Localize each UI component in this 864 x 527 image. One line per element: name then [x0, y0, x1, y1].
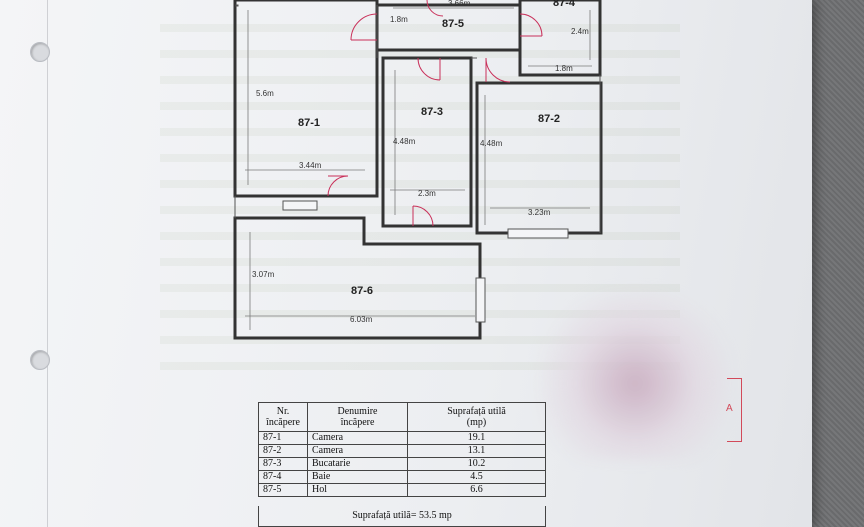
window-room6 [475, 277, 486, 323]
cell-room-area: 19.1 [407, 431, 546, 445]
dim-room1-height: 5.6m [256, 89, 274, 98]
cell-room-number: 87-5 [258, 483, 308, 497]
redacted-area [540, 290, 730, 460]
total-useful-area: Suprafață utilă= 53.5 mp [258, 506, 546, 527]
dim-room6-width: 6.03m [350, 315, 373, 324]
binder-hole-top [30, 42, 50, 62]
table-row: 87-2 Camera 13.1 [258, 444, 546, 458]
cell-room-number: 87-4 [258, 470, 308, 484]
cell-room-number: 87-2 [258, 444, 308, 458]
door-room2 [485, 57, 511, 83]
room-area-table: Nr. încăpere Denumire încăpere Suprafață… [258, 402, 546, 497]
door-kitchen-lower [412, 205, 434, 227]
cell-room-area: 10.2 [407, 457, 546, 471]
dim-room3-width: 2.3m [418, 189, 436, 198]
cell-room-number: 87-1 [258, 431, 308, 445]
cell-room-area: 13.1 [407, 444, 546, 458]
cell-room-name: Bucatarie [306, 457, 409, 471]
table-row: 87-1 Camera 19.1 [258, 431, 546, 445]
dim-baie-width: 1.8m [555, 64, 573, 73]
header-room-name: Denumire încăpere [306, 402, 409, 432]
window-mark [235, 4, 239, 7]
room-87-4-walls [518, 0, 602, 77]
room-label-87-4: 87-4 [553, 0, 576, 9]
door-hol-baie [519, 13, 543, 37]
cell-room-name: Camera [306, 431, 409, 445]
table-row: 87-3 Bucatarie 10.2 [258, 457, 546, 471]
dim-room3-height: 4.48m [393, 137, 416, 146]
room-label-87-6: 87-6 [351, 285, 374, 297]
door-room1-lower [327, 175, 349, 197]
window-room1 [282, 200, 318, 211]
room-label-87-1: 87-1 [298, 117, 321, 129]
room-87-3-walls [381, 56, 473, 228]
door-hol-room1 [350, 13, 378, 41]
dim-room1-width: 3.44m [299, 161, 322, 170]
room-label-87-2: 87-2 [538, 113, 561, 125]
door-kitchen [417, 57, 441, 81]
cell-room-name: Baie [306, 470, 409, 484]
header-useful-area: Suprafață utilă (mp) [407, 402, 546, 432]
table-header-row: Nr. încăpere Denumire încăpere Suprafață… [258, 402, 546, 432]
dim-room2-width: 3.23m [528, 208, 551, 217]
room-87-1-walls [233, 0, 379, 198]
floor-plan-sheet: 87-1 87-2 87-3 87-4 87-5 87-6 1.8m 3.66m… [0, 0, 812, 527]
table-row: 87-5 Hol 6.6 [258, 483, 546, 497]
cell-room-name: Hol [306, 483, 409, 497]
table-row: 87-4 Baie 4.5 [258, 470, 546, 484]
room-label-87-5: 87-5 [442, 18, 465, 30]
door-hol-top [426, 0, 444, 17]
stamp-mark: A [726, 403, 733, 414]
cell-room-area: 6.6 [407, 483, 546, 497]
stamp-edge [727, 378, 742, 442]
envelope-lines [234, 5, 601, 233]
room-label-87-3: 87-3 [421, 106, 444, 118]
floor-plan-drawing [233, 0, 603, 340]
cell-room-number: 87-3 [258, 457, 308, 471]
dim-room2-height: 4.48m [480, 139, 503, 148]
window-room2 [507, 228, 569, 239]
margin-line [47, 0, 48, 527]
dim-baie-height: 2.4m [571, 27, 589, 36]
header-room-number: Nr. încăpere [258, 402, 308, 432]
cell-room-area: 4.5 [407, 470, 546, 484]
dim-room6-height: 3.07m [252, 270, 275, 279]
dim-hol-length: 3.66m [448, 0, 471, 8]
dim-hol-width: 1.8m [390, 15, 408, 24]
cell-room-name: Camera [306, 444, 409, 458]
binder-hole-bottom [30, 350, 50, 370]
